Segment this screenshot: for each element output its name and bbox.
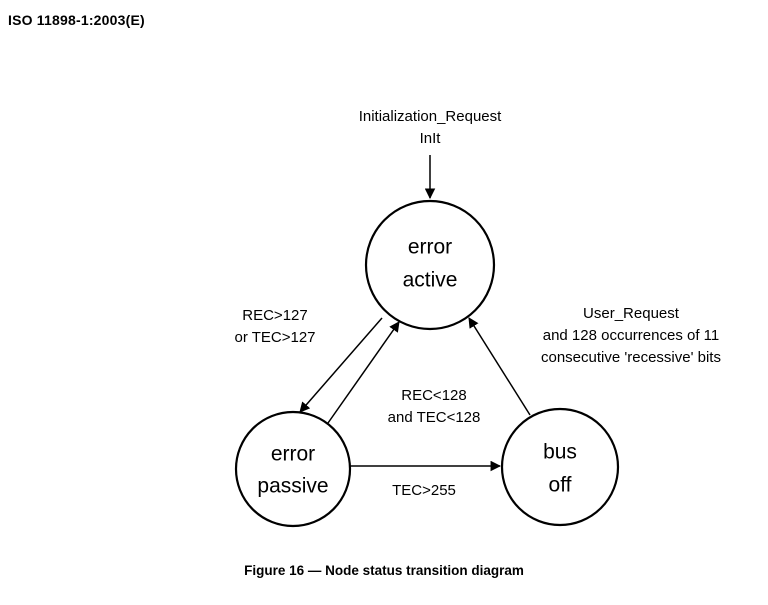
state-label-error-active-line2: active	[403, 269, 458, 292]
edge-label-passive-to-active-line1: REC<128	[401, 387, 466, 404]
edge-label-init-line1: Initialization_Request	[359, 108, 502, 125]
document-header: ISO 11898-1:2003(E)	[8, 12, 145, 28]
edge-bus-off-to-error-active	[468, 317, 531, 416]
state-label-error-active-line1: error	[408, 236, 452, 259]
edge-label-busoff-to-active-line3: consecutive 'recessive' bits	[541, 349, 721, 366]
edge-label-passive-to-busoff: TEC>255	[392, 482, 456, 499]
edge-label-active-to-passive-line2: or TEC>127	[234, 329, 315, 346]
edge-label-busoff-to-active-line1: User_Request	[583, 305, 680, 322]
figure-caption: Figure 16 — Node status transition diagr…	[244, 563, 524, 578]
state-node-error-active[interactable]	[364, 199, 496, 331]
edge-label-busoff-to-active-line2: and 128 occurrences of 11	[543, 327, 720, 344]
edge-error-active-to-error-passive	[299, 317, 383, 413]
state-label-bus-off-line1: bus	[543, 441, 577, 464]
state-label-error-passive-line1: error	[271, 443, 315, 466]
edge-label-passive-to-active-line2: and TEC<128	[388, 409, 481, 426]
edge-label-init-line2: InIt	[420, 130, 442, 147]
state-node-error-passive[interactable]	[234, 410, 352, 528]
state-node-bus-off[interactable]	[500, 407, 620, 527]
state-label-bus-off-line2: off	[549, 474, 572, 497]
edge-error-passive-to-error-active	[327, 321, 400, 424]
state-label-error-passive-line2: passive	[257, 475, 328, 498]
edge-label-active-to-passive-line1: REC>127	[242, 307, 307, 324]
